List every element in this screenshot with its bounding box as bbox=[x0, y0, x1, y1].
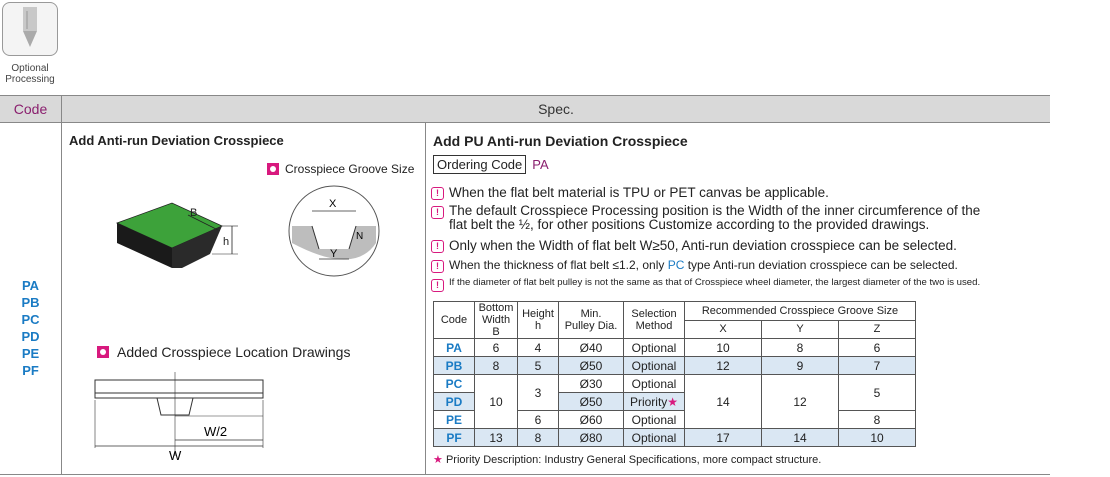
svg-text:B: B bbox=[190, 207, 197, 219]
info-icon: ! bbox=[431, 206, 444, 219]
svg-text:N: N bbox=[356, 231, 363, 242]
note-3: !Only when the Width of flat belt W≥50, … bbox=[431, 238, 957, 253]
note-4: !When the thickness of flat belt ≤1.2, o… bbox=[431, 258, 958, 273]
optional-processing-icon bbox=[2, 2, 58, 56]
info-icon: ! bbox=[431, 240, 444, 253]
svg-text:Y: Y bbox=[330, 248, 338, 260]
header-code: Code bbox=[0, 96, 62, 123]
col-recommended: Recommended Crosspiece Groove Size bbox=[684, 301, 916, 321]
col-code: Code bbox=[433, 301, 475, 339]
note-2: !The default Crosspiece Processing posit… bbox=[431, 204, 980, 232]
svg-text:W: W bbox=[169, 448, 182, 463]
svg-text:h: h bbox=[223, 236, 229, 248]
code-list: PA PB PC PD PE PF bbox=[0, 277, 61, 379]
code-column: PA PB PC PD PE PF bbox=[0, 123, 62, 474]
code-item: PC bbox=[21, 312, 40, 327]
info-icon: ! bbox=[431, 279, 444, 292]
svg-text:X: X bbox=[329, 198, 337, 210]
col-pulley: Min.Pulley Dia. bbox=[558, 301, 624, 339]
info-icon: ! bbox=[431, 187, 444, 200]
left-panel: Add Anti-run Deviation Crosspiece Crossp… bbox=[62, 123, 426, 474]
bullet-icon bbox=[267, 163, 279, 175]
code-item: PE bbox=[21, 346, 40, 361]
right-title: Add PU Anti-run Deviation Crosspiece bbox=[433, 133, 688, 149]
code-item: PF bbox=[22, 363, 39, 378]
code-item: PA bbox=[21, 278, 40, 293]
priority-footnote: ★ Priority Description: Industry General… bbox=[433, 454, 822, 466]
bullet-icon bbox=[97, 346, 109, 358]
left-title: Add Anti-run Deviation Crosspiece bbox=[69, 133, 284, 148]
crosspiece-drawing: B h bbox=[115, 202, 238, 268]
groove-detail-drawing: X Y N bbox=[288, 185, 380, 277]
svg-text:W/2: W/2 bbox=[204, 424, 227, 439]
info-icon: ! bbox=[431, 260, 444, 273]
location-drawing: W/2 W bbox=[94, 372, 264, 463]
header-spec: Spec. bbox=[62, 96, 1050, 123]
ordering-code: Ordering Code PA bbox=[433, 155, 549, 174]
right-panel: Add PU Anti-run Deviation Crosspiece Ord… bbox=[426, 123, 1050, 474]
spec-table: Code Spec. PA PB PC PD PE PF Add Anti-ru… bbox=[0, 95, 1050, 475]
groove-size-label: Crosspiece Groove Size bbox=[267, 162, 414, 176]
code-item: PB bbox=[21, 295, 40, 310]
note-5: !If the diameter of flat belt pulley is … bbox=[431, 277, 980, 292]
note-1: !When the flat belt material is TPU or P… bbox=[431, 185, 829, 200]
code-item: PD bbox=[21, 329, 40, 344]
added-location-label: Added Crosspiece Location Drawings bbox=[97, 344, 350, 360]
